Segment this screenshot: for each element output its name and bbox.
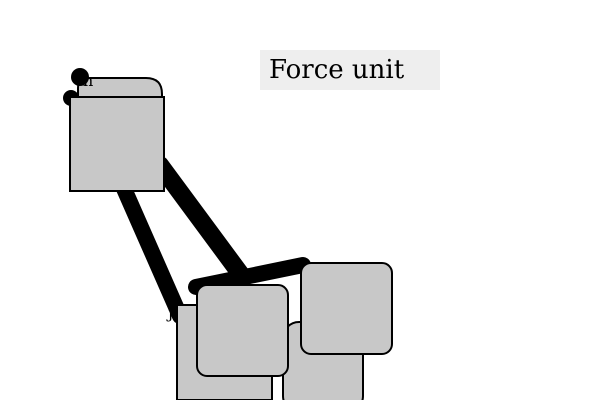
front-left-block — [196, 284, 289, 377]
node-label-lower-left: j — [166, 303, 173, 322]
link-crossbar — [188, 257, 311, 295]
force-unit-label-text: Force unit — [269, 55, 405, 85]
node-label-front-left: a — [190, 277, 200, 296]
knob-upper — [71, 68, 89, 86]
link-upper-to-center — [151, 156, 251, 285]
right-block — [300, 262, 393, 355]
force-unit-label: Force unit — [260, 50, 440, 90]
node-label-right-pair: r — [294, 255, 302, 274]
link-upper-to-lower-left — [110, 167, 188, 324]
upper-block — [69, 96, 165, 192]
node-label-top-tab: n — [83, 71, 93, 90]
